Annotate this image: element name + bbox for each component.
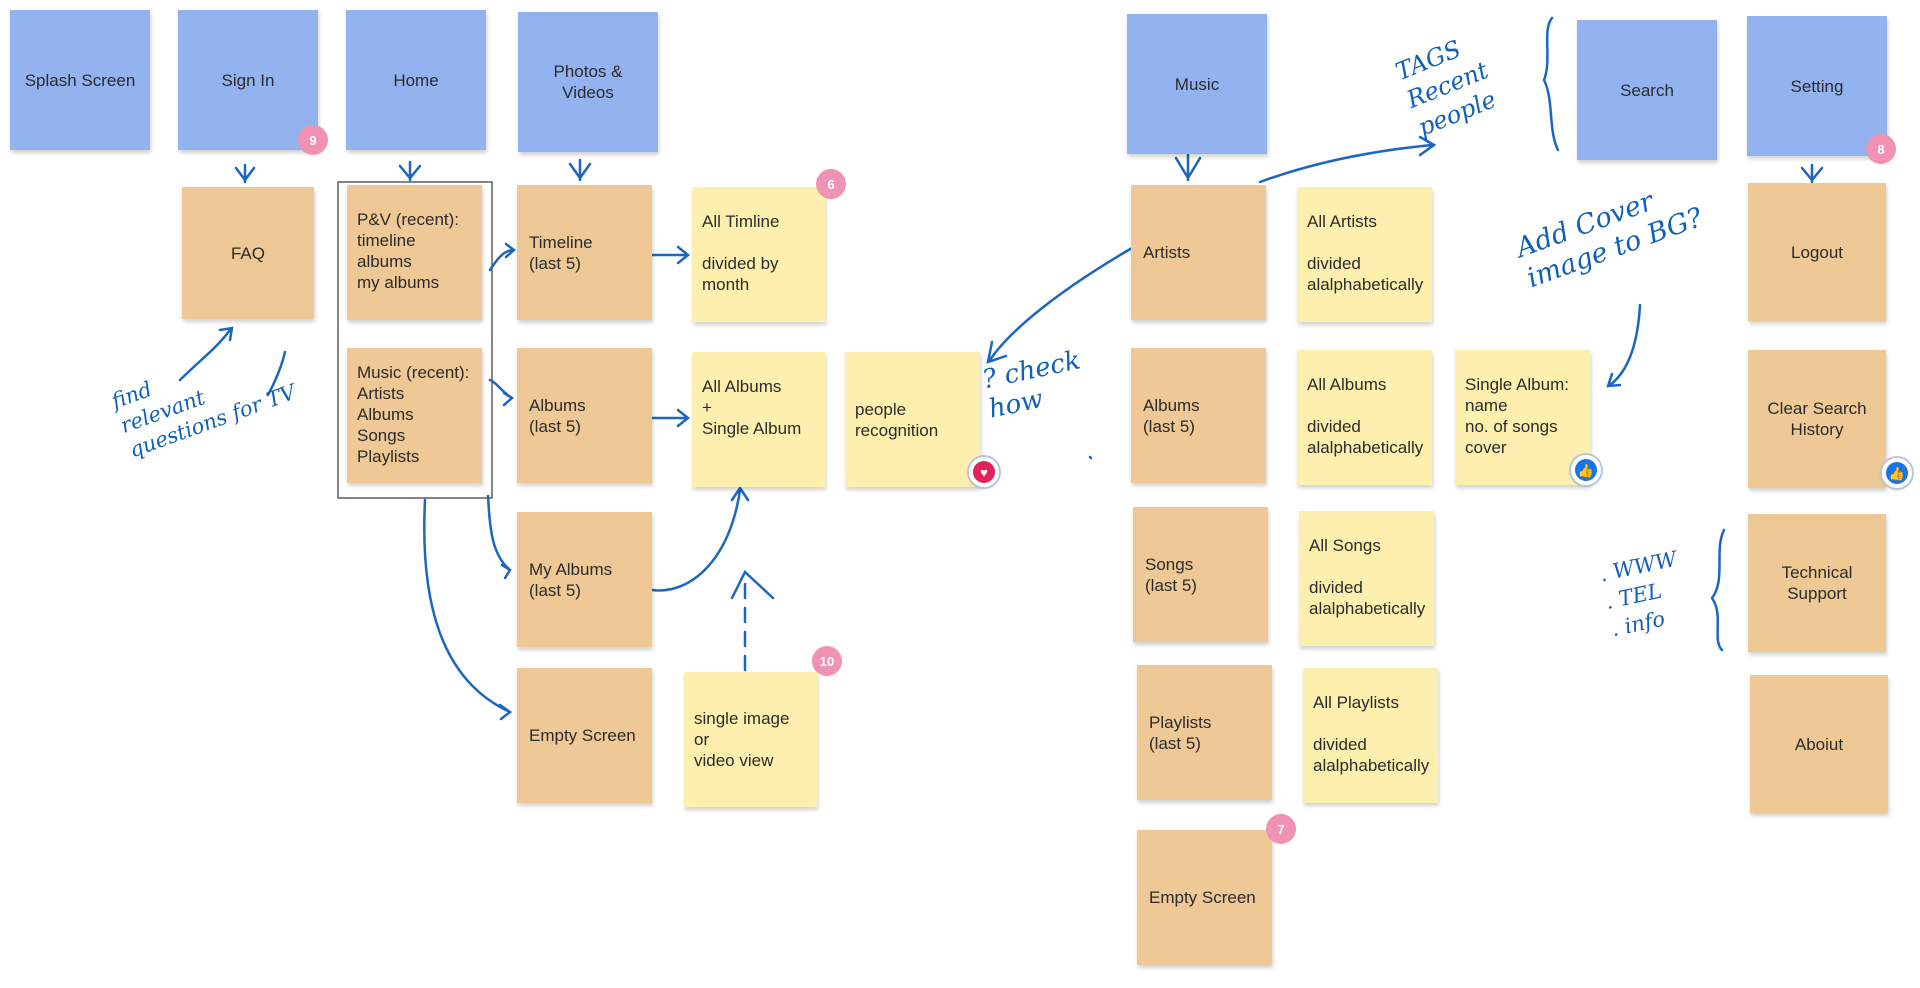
arrow-home-empty: [423, 498, 513, 721]
note-artists[interactable]: Artists: [1131, 185, 1266, 320]
arrow-signin-faq: [234, 163, 256, 184]
note-all-artists-text: All Artists divided alalphabetically: [1307, 212, 1424, 294]
note-all-music-albums-text: All Albums divided alalphabetically: [1307, 375, 1424, 457]
thumbs-up-icon[interactable]: 👍: [1571, 455, 1601, 485]
arrow-cover-single: [1606, 303, 1642, 388]
note-faq-label: FAQ: [230, 243, 265, 263]
note-pv-recent[interactable]: P&V (recent): timeline albums my albums: [347, 185, 482, 320]
note-people-recognition[interactable]: people recognition: [845, 352, 980, 487]
arrow-setting-logout: [1800, 163, 1824, 184]
screen-setting[interactable]: Setting: [1747, 16, 1887, 156]
heart-glyph: ♥: [973, 461, 995, 483]
note-tech-support-text: Technical Support: [1781, 563, 1853, 603]
vote-count-badge-setting: 8: [1866, 134, 1896, 164]
arrow-artists-search: [1258, 135, 1437, 184]
note-all-albums[interactable]: All Albums + Single Album: [692, 352, 825, 487]
arrow-image-dashed-head: [730, 569, 775, 600]
note-music-empty-text: Empty Screen: [1149, 888, 1256, 907]
note-logout-text: Logout: [1791, 242, 1843, 262]
note-artists-text: Artists: [1143, 243, 1191, 262]
note-music-recent-text: Music (recent): Artists Albums Songs Pla…: [357, 363, 470, 466]
note-clear-history-text: Clear Search History: [1767, 399, 1867, 439]
vote-count-badge-music-empty: 7: [1266, 814, 1296, 844]
arrow-home-group: [398, 160, 422, 182]
arrow-timeline-all: [650, 245, 691, 265]
stroke-dot: [1088, 455, 1093, 460]
arrow-photos-timeline: [568, 158, 592, 182]
screen-music[interactable]: Music: [1127, 14, 1267, 154]
note-all-music-albums[interactable]: All Albums divided alalphabetically: [1297, 350, 1432, 485]
screen-photos-label: Photos & Videos: [553, 62, 623, 102]
thumbs-up-glyph-history: 👍: [1886, 462, 1908, 484]
note-songs-text: Songs (last 5): [1145, 554, 1197, 595]
vote-count-badge-timeline: 6: [816, 169, 846, 199]
arrow-home-myalbums: [486, 494, 512, 580]
note-timeline-text: Timeline (last 5): [529, 232, 593, 273]
screen-home-label: Home: [393, 70, 439, 90]
note-all-albums-text: All Albums + Single Album: [702, 377, 802, 438]
screen-home[interactable]: Home: [346, 10, 486, 150]
note-playlists[interactable]: Playlists (last 5): [1137, 665, 1272, 800]
note-photo-albums[interactable]: Albums (last 5): [517, 348, 652, 483]
note-all-playlists-text: All Playlists divided alalphabetically: [1313, 693, 1430, 775]
note-people-text: people recognition: [855, 399, 939, 440]
note-all-timeline-text: All Timline divided by month: [702, 212, 780, 294]
note-music-recent[interactable]: Music (recent): Artists Albums Songs Pla…: [347, 348, 482, 483]
note-logout[interactable]: Logout: [1748, 183, 1886, 321]
note-pv-recent-text: P&V (recent): timeline albums my albums: [357, 210, 460, 292]
vote-count-badge-signin: 9: [298, 125, 328, 155]
note-my-albums-text: My Albums (last 5): [529, 559, 613, 600]
screen-photos-videos[interactable]: Photos & Videos: [518, 12, 658, 152]
screen-setting-label: Setting: [1790, 76, 1844, 96]
arrow-home-albums: [488, 378, 515, 407]
arrow-note-faq: [178, 326, 234, 382]
arrow-albums-all: [650, 408, 691, 428]
note-tech-support[interactable]: Technical Support: [1748, 514, 1886, 652]
note-my-albums[interactable]: My Albums (last 5): [517, 512, 652, 647]
note-all-timeline[interactable]: All Timline divided by month: [692, 187, 825, 322]
vote-count-badge-single-image: 10: [812, 646, 842, 676]
screen-search-label: Search: [1620, 80, 1674, 100]
note-music-albums-text: Albums (last 5): [1143, 395, 1200, 436]
note-all-songs[interactable]: All Songs divided alalphabetically: [1299, 511, 1434, 646]
brace-support: [1710, 528, 1726, 652]
note-single-image[interactable]: single image or video view: [684, 672, 817, 807]
note-songs[interactable]: Songs (last 5): [1133, 507, 1268, 642]
stroke-faq-mark: [266, 350, 287, 397]
note-photo-empty-text: Empty Screen: [529, 726, 636, 745]
arrow-myalbums-all: [650, 485, 750, 592]
arrow-home-timeline: [488, 242, 516, 272]
note-single-album[interactable]: Single Album: name no. of songs cover: [1455, 350, 1590, 485]
screen-signin-label: Sign In: [221, 70, 275, 90]
note-single-image-text: single image or video view: [694, 709, 790, 770]
thumbs-up-glyph-album: 👍: [1575, 459, 1597, 481]
note-single-album-text: Single Album: name no. of songs cover: [1465, 375, 1569, 457]
note-photo-albums-text: Albums (last 5): [529, 395, 586, 436]
note-faq[interactable]: FAQ: [182, 187, 314, 319]
brace-search-tags: [1542, 16, 1560, 152]
note-playlists-text: Playlists (last 5): [1149, 712, 1212, 753]
note-music-albums[interactable]: Albums (last 5): [1131, 348, 1266, 483]
screen-signin[interactable]: Sign In: [178, 10, 318, 150]
arrow-artists-people: [986, 246, 1134, 364]
screen-search[interactable]: Search: [1577, 20, 1717, 160]
screen-splash[interactable]: Splash Screen: [10, 10, 150, 150]
note-about[interactable]: Aboiut: [1750, 675, 1888, 813]
thumbs-up-icon[interactable]: 👍: [1882, 458, 1912, 488]
screen-splash-label: Splash Screen: [24, 70, 136, 90]
arrow-music-artists: [1174, 153, 1202, 182]
note-all-songs-text: All Songs divided alalphabetically: [1309, 536, 1426, 618]
note-timeline[interactable]: Timeline (last 5): [517, 185, 652, 320]
note-all-playlists[interactable]: All Playlists divided alalphabetically: [1303, 668, 1438, 803]
note-about-text: Aboiut: [1794, 734, 1844, 754]
note-clear-history[interactable]: Clear Search History: [1748, 350, 1886, 488]
note-photo-empty[interactable]: Empty Screen: [517, 668, 652, 803]
heart-icon[interactable]: ♥: [969, 457, 999, 487]
screen-music-label: Music: [1174, 74, 1220, 94]
note-music-empty[interactable]: Empty Screen: [1137, 830, 1272, 965]
home-group-box: [337, 181, 493, 499]
note-all-artists[interactable]: All Artists divided alalphabetically: [1297, 187, 1432, 322]
